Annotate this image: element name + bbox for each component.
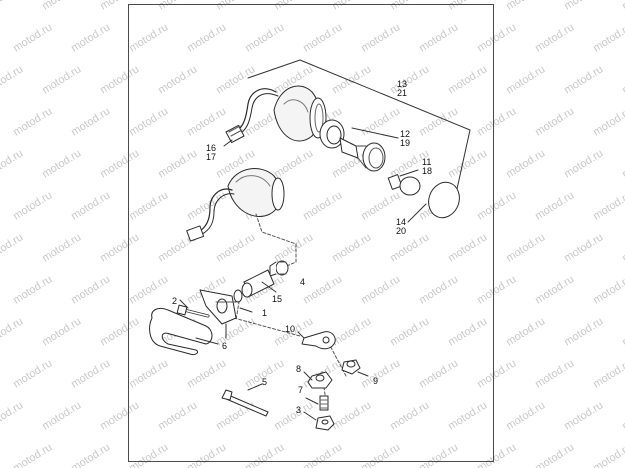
callout-14: 14 [396,217,407,227]
callout-16: 16 [206,143,217,153]
callout-10: 10 [285,324,296,334]
lower-lamp-housing [227,168,285,217]
nut [269,260,289,277]
lens-gasket [319,119,345,149]
callout-15: 15 [272,294,283,304]
mounting-clamp [149,289,237,355]
washer [233,289,243,303]
callout-11: 11 [422,157,432,167]
callout-12: 12 [400,129,411,139]
callout-8: 8 [296,364,302,374]
lower-connector [186,225,205,242]
callout-17: 17 [206,152,217,162]
lens [428,181,460,219]
callout-20: 20 [396,226,407,236]
upper-lamp-cable [235,88,277,133]
lock-nut [341,359,369,377]
mounting-bracket [297,331,336,350]
bulb-socket [339,137,386,172]
assembly-bracket-line [247,59,471,199]
assembly-axis [255,213,297,269]
bolt [305,395,329,411]
upper-lamp-housing [273,85,327,142]
callout-9: 9 [373,376,379,386]
callout-19: 19 [400,138,411,148]
mounting-stem [241,269,275,298]
callout-13: 13 [397,79,408,89]
base-nut [303,411,335,431]
diagram-frame [128,4,494,462]
callout-6: 6 [222,341,228,351]
callout-4: 4 [300,277,306,287]
callout-1: 1 [262,308,268,318]
callout-18: 18 [422,166,433,176]
callout-5: 5 [262,377,268,387]
callout-7: 7 [298,385,304,395]
hex-nut [303,371,333,389]
lower-lamp-cable [197,188,233,233]
cable-strap [221,383,269,417]
callout-21: 21 [397,88,408,98]
callout-3: 3 [296,405,302,415]
callout-2: 2 [172,296,178,306]
bulb [387,174,421,196]
clamp-bolt [176,304,210,318]
